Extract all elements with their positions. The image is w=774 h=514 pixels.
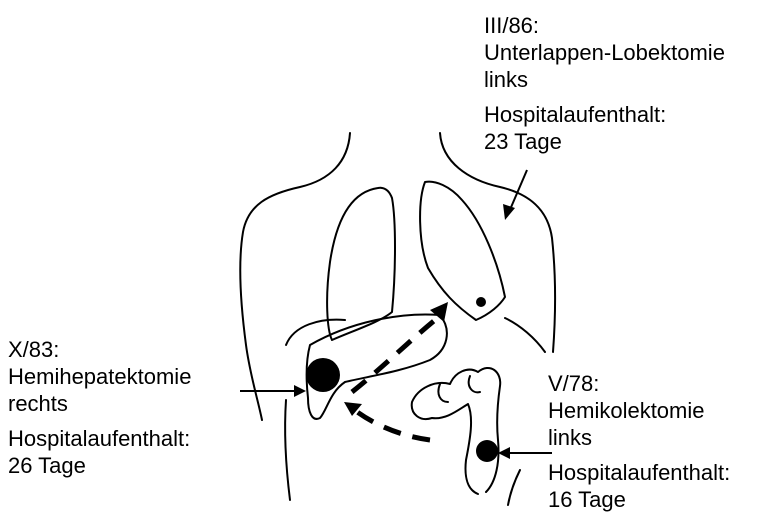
annotation-side: links — [484, 66, 725, 93]
annotation-lung-lobectomy: III/86: Unterlappen-Lobektomie links Hos… — [484, 12, 725, 155]
liver-lesion — [306, 358, 340, 392]
annotation-stay-value: 26 Tage — [8, 452, 191, 479]
torso-outline-right — [440, 133, 555, 352]
progression-arrowhead-lung — [430, 302, 448, 322]
progression-path-liver-to-lung — [352, 316, 440, 392]
lower-torso-left — [285, 400, 290, 500]
annotation-stay-label: Hospitalaufenthalt: — [548, 459, 730, 486]
annotation-stay-label: Hospitalaufenthalt: — [484, 101, 725, 128]
leader-arrowhead-lung — [503, 204, 515, 220]
annotation-procedure: Hemikolektomie — [548, 397, 730, 424]
annotation-date: X/83: — [8, 336, 191, 363]
annotation-procedure: Unterlappen-Lobektomie — [484, 39, 725, 66]
annotation-procedure: Hemihepatektomie — [8, 363, 191, 390]
annotation-side: rechts — [8, 390, 191, 417]
progression-path-colon-to-liver — [352, 408, 430, 440]
leader-arrowhead-liver — [294, 385, 306, 397]
colon-lesion — [476, 440, 498, 462]
lower-torso-right — [508, 470, 520, 505]
annotation-stay-label: Hospitalaufenthalt: — [8, 425, 191, 452]
annotation-hemicolectomy: V/78: Hemikolektomie links Hospitalaufen… — [548, 370, 730, 513]
annotation-stay-value: 16 Tage — [548, 486, 730, 513]
annotation-hemihepatectomy: X/83: Hemihepatektomie rechts Hospitalau… — [8, 336, 191, 479]
lung-lesion-dot — [476, 297, 486, 307]
annotation-side: links — [548, 424, 730, 451]
lung-right — [420, 182, 505, 320]
leader-arrowhead-colon — [498, 447, 510, 459]
annotation-date: V/78: — [548, 370, 730, 397]
colon-folds — [438, 376, 480, 402]
colon — [412, 368, 500, 494]
annotation-date: III/86: — [484, 12, 725, 39]
lung-left — [327, 188, 395, 340]
annotation-stay-value: 23 Tage — [484, 128, 725, 155]
diaphragm-line-right — [505, 318, 545, 352]
